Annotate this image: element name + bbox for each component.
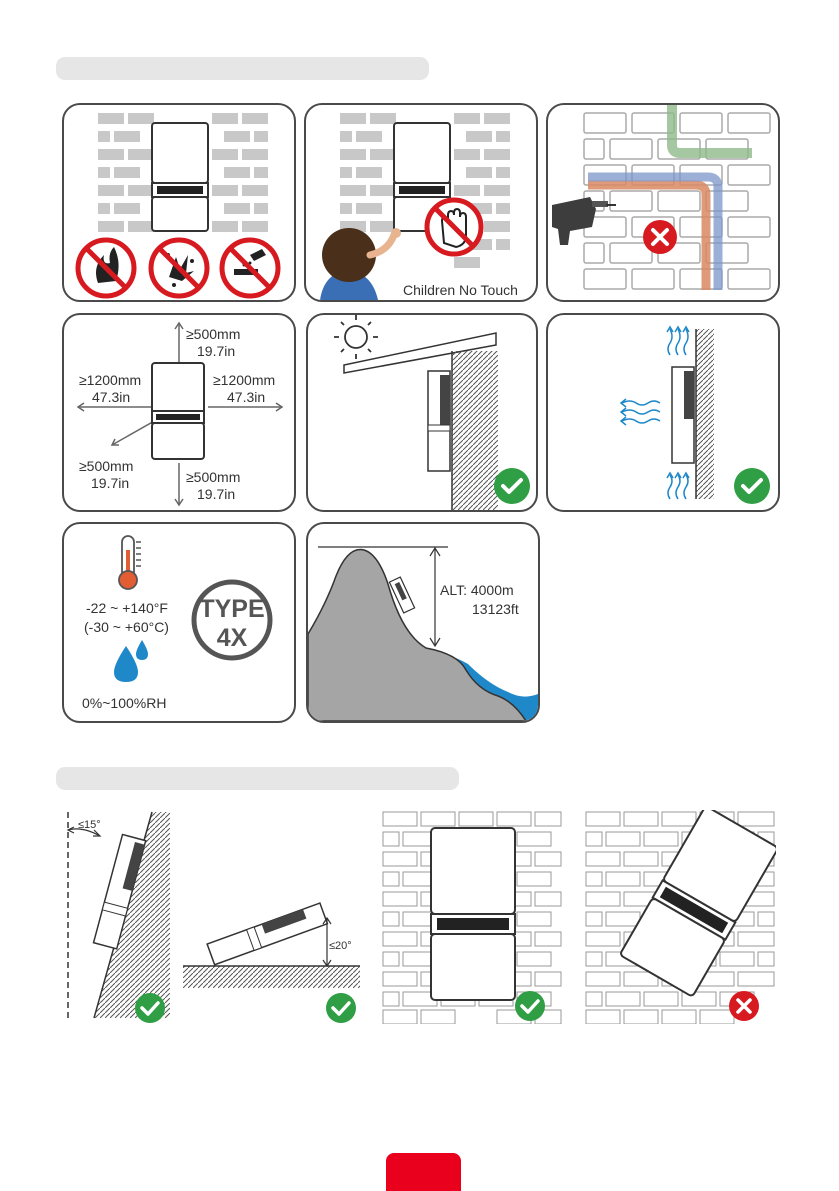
mountain-altitude-illustration xyxy=(308,524,538,721)
temperature-f: -22 ~ +140°F xyxy=(86,600,168,617)
x-icon xyxy=(584,810,776,1024)
rating-4x: 4X xyxy=(194,625,270,651)
panel-clearance: ≥500mm 19.7in ≥1200mm 47.3in ≥1200mm 47.… xyxy=(62,313,296,512)
clearance-right-mm: ≥1200mm xyxy=(213,372,275,389)
panel-children-no-touch: Children No Touch xyxy=(304,103,538,302)
altitude-meters: ALT: 4000m xyxy=(440,582,514,599)
children-no-touch-caption: Children No Touch xyxy=(403,282,518,298)
temperature-c: (-30 ~ +60°C) xyxy=(84,619,169,636)
check-icon xyxy=(548,315,778,510)
check-icon xyxy=(308,315,536,510)
check-icon xyxy=(183,878,360,1024)
clearance-bottom-in: 19.7in xyxy=(197,486,235,503)
check-icon xyxy=(60,808,170,1024)
panel-sunshade xyxy=(306,313,538,512)
no-touch-hand-icon xyxy=(306,105,536,300)
altitude-feet: 13123ft xyxy=(472,601,519,618)
clearance-front-in: 19.7in xyxy=(91,475,129,492)
panel-no-drilling xyxy=(546,103,780,302)
section2-header-bar xyxy=(56,767,459,790)
x-icon xyxy=(548,105,778,300)
rating-type: TYPE xyxy=(194,596,270,622)
panel-ventilation xyxy=(546,313,780,512)
section1-header-bar xyxy=(56,57,429,80)
panel-no-hazards xyxy=(62,103,296,302)
clearance-bottom-mm: ≥500mm xyxy=(186,469,240,486)
page-number-tab xyxy=(386,1153,461,1191)
panel-altitude: ALT: 4000m 13123ft xyxy=(306,522,540,723)
panel-environment: -22 ~ +140°F (-30 ~ +60°C) TYPE 4X 0%~10… xyxy=(62,522,296,723)
mount-tilt-flat-scene: ≤20° xyxy=(183,878,360,1024)
mount-vertical-scene xyxy=(381,810,562,1024)
clearance-right-in: 47.3in xyxy=(227,389,265,406)
clearance-left-in: 47.3in xyxy=(92,389,130,406)
mount-tilted-sideways-scene xyxy=(584,810,776,1024)
check-icon xyxy=(381,810,562,1024)
clearance-front-mm: ≥500mm xyxy=(79,458,133,475)
no-corrosion-icon xyxy=(64,105,294,300)
clearance-left-mm: ≥1200mm xyxy=(79,372,141,389)
humidity-range: 0%~100%RH xyxy=(82,695,166,712)
mount-tilt-back-scene: ≤15° xyxy=(60,808,170,1024)
clearance-top-in: 19.7in xyxy=(197,343,235,360)
clearance-top-mm: ≥500mm xyxy=(186,326,240,343)
